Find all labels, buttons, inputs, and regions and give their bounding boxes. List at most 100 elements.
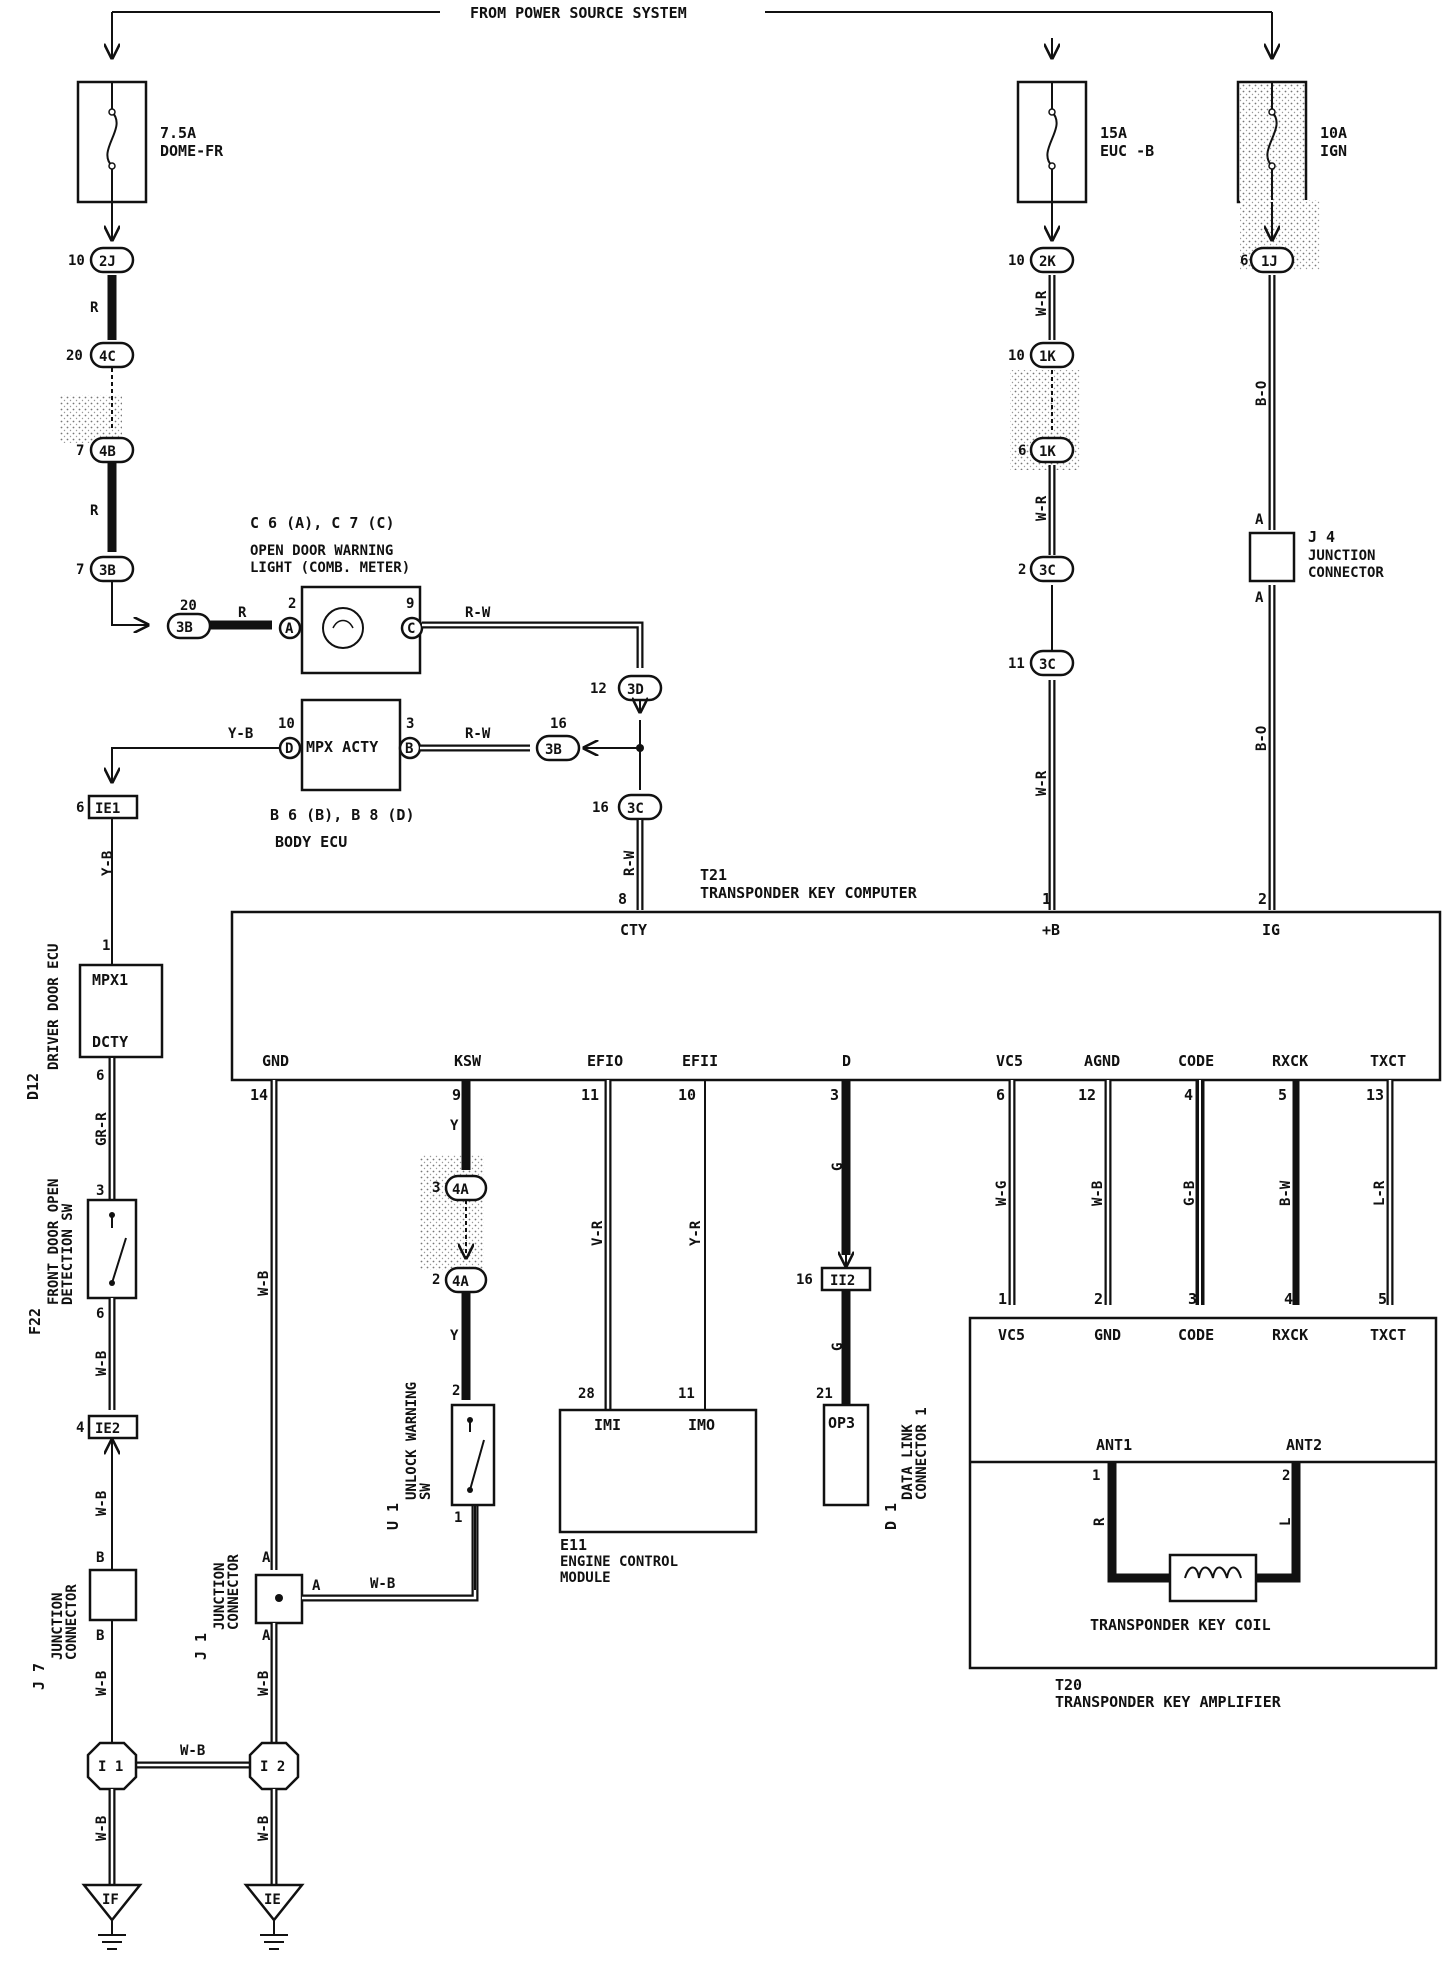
svg-text:U 1: U 1	[384, 1503, 402, 1530]
svg-text:D: D	[842, 1052, 851, 1070]
connector-3c-b: 11 3C	[1008, 649, 1075, 677]
connector-4a-b: 2 4A	[432, 1266, 488, 1294]
svg-text:10: 10	[1008, 348, 1025, 364]
light-line1: OPEN DOOR WARNING	[250, 543, 393, 559]
svg-text:6: 6	[1018, 443, 1026, 459]
svg-text:IMI: IMI	[594, 1416, 621, 1434]
svg-text:CONNECTOR: CONNECTOR	[226, 1554, 242, 1630]
ground-if: IF	[81, 1883, 143, 1950]
svg-text:2: 2	[452, 1383, 460, 1399]
connector-3d: 12 3D	[590, 674, 663, 702]
wire-color: R	[90, 300, 99, 316]
power-source-header: FROM POWER SOURCE SYSTEM	[112, 4, 1272, 58]
svg-text:3: 3	[1188, 1290, 1197, 1308]
svg-text:A: A	[1255, 590, 1264, 606]
t20-transponder-key-amplifier: 1 VC5 2 GND 3 CODE 4 RXCK 5 TXCT ANT1 AN…	[968, 1290, 1438, 1711]
svg-text:GND: GND	[262, 1052, 289, 1070]
svg-text:W-B: W-B	[256, 1816, 272, 1841]
svg-text:G: G	[830, 1343, 846, 1351]
svg-text:I 1: I 1	[98, 1759, 123, 1775]
svg-text:6: 6	[96, 1306, 104, 1322]
body-ecu-label: MPX ACTY	[306, 738, 378, 756]
svg-text:GND: GND	[1094, 1326, 1121, 1344]
svg-text:C: C	[407, 621, 415, 637]
svg-text:J 1: J 1	[192, 1633, 210, 1660]
fuse-rating: 15A	[1100, 124, 1127, 142]
svg-text:4: 4	[1184, 1086, 1193, 1104]
svg-text:1: 1	[1042, 890, 1051, 908]
svg-text:Y: Y	[450, 1328, 459, 1344]
svg-text:ANT1: ANT1	[1096, 1436, 1132, 1454]
svg-text:W-B: W-B	[94, 1491, 110, 1516]
svg-text:1: 1	[102, 938, 110, 954]
svg-text:11: 11	[678, 1386, 695, 1402]
svg-text:MODULE: MODULE	[560, 1570, 611, 1586]
splice-i1: I 1	[86, 1741, 138, 1791]
svg-text:3D: 3D	[627, 682, 644, 698]
svg-text:OP3: OP3	[828, 1414, 855, 1432]
svg-text:JUNCTION: JUNCTION	[1308, 548, 1375, 564]
svg-text:12: 12	[1078, 1086, 1096, 1104]
svg-text:20: 20	[180, 598, 197, 614]
svg-text:DETECTION SW: DETECTION SW	[60, 1203, 76, 1305]
fuse-euc-b: 15A EUC -B	[1016, 80, 1154, 204]
fuse-rating: 7.5A	[160, 124, 196, 142]
j7-junction-connector: B B J 7 JUNCTION CONNECTOR	[30, 1550, 138, 1690]
j1-junction-connector: A A A J 1 JUNCTION CONNECTOR	[192, 1550, 321, 1660]
svg-text:CONNECTOR 1: CONNECTOR 1	[914, 1407, 930, 1500]
svg-text:DRIVER DOOR ECU: DRIVER DOOR ECU	[46, 944, 62, 1070]
f22-front-door-open-detection-sw: 3 6 F22 FRONT DOOR OPEN DETECTION SW	[26, 1179, 138, 1335]
dome-wiring: R R R	[90, 202, 272, 625]
ground-ie: IE	[243, 1883, 305, 1950]
svg-text:16: 16	[592, 800, 609, 816]
euc-wiring: W-R W-R W-R	[1034, 202, 1052, 910]
svg-text:+B: +B	[1042, 921, 1060, 939]
svg-text:11: 11	[581, 1086, 599, 1104]
svg-text:W-R: W-R	[1034, 290, 1050, 316]
svg-text:EFIO: EFIO	[587, 1052, 623, 1070]
svg-text:TRANSPONDER KEY COIL: TRANSPONDER KEY COIL	[1090, 1616, 1271, 1634]
svg-text:IE1: IE1	[95, 801, 120, 817]
svg-text:4B: 4B	[99, 444, 116, 460]
svg-text:6: 6	[996, 1086, 1005, 1104]
connector-1k-b: 6 1K	[1018, 436, 1075, 464]
svg-text:R: R	[1092, 1517, 1108, 1526]
connector-ie2: 4 IE2	[76, 1414, 139, 1440]
svg-text:6: 6	[1240, 253, 1248, 269]
svg-text:5: 5	[1278, 1086, 1287, 1104]
svg-text:10: 10	[678, 1086, 696, 1104]
svg-text:D: D	[285, 741, 293, 757]
svg-text:CONNECTOR: CONNECTOR	[1308, 565, 1384, 581]
svg-text:4: 4	[1284, 1290, 1293, 1308]
svg-text:3: 3	[96, 1183, 104, 1199]
ign-wiring: B-O B-O	[1254, 202, 1272, 910]
svg-text:3C: 3C	[1039, 657, 1056, 673]
svg-text:4A: 4A	[452, 1182, 469, 1198]
svg-text:10: 10	[278, 716, 295, 732]
svg-text:IE2: IE2	[95, 1421, 120, 1437]
wire-color: R-W	[465, 605, 491, 621]
svg-text:3: 3	[830, 1086, 839, 1104]
svg-text:JUNCTION: JUNCTION	[212, 1563, 228, 1630]
svg-text:V-R: V-R	[590, 1220, 606, 1246]
d1-data-link-connector: 21 OP3 D 1 DATA LINK CONNECTOR 1	[816, 1386, 930, 1530]
svg-text:EFII: EFII	[682, 1052, 718, 1070]
svg-text:3C: 3C	[1039, 563, 1056, 579]
light-line2: LIGHT (COMB. METER)	[250, 560, 410, 576]
svg-text:7: 7	[76, 443, 84, 459]
svg-text:2: 2	[432, 1272, 440, 1288]
t21-transponder-key-computer: T21 TRANSPONDER KEY COMPUTER 8 CTY 1 +B …	[230, 866, 1442, 1104]
svg-text:KSW: KSW	[454, 1052, 482, 1070]
body-ecu-conns: B 6 (B), B 8 (D)	[270, 806, 415, 824]
svg-text:5: 5	[1378, 1290, 1387, 1308]
svg-text:2: 2	[288, 596, 296, 612]
svg-text:GR-R: GR-R	[94, 1112, 110, 1146]
svg-text:1K: 1K	[1039, 349, 1056, 365]
t20-bus: W-G W-B G-B B-W L-R	[994, 1080, 1394, 1305]
svg-text:14: 14	[250, 1086, 268, 1104]
u1-unlock-warning-sw: 2 1 U 1 UNLOCK WARNING SW	[384, 1382, 496, 1530]
wire-color: R	[90, 503, 99, 519]
svg-text:10: 10	[68, 253, 85, 269]
fuse-rating: 10A	[1320, 124, 1347, 142]
